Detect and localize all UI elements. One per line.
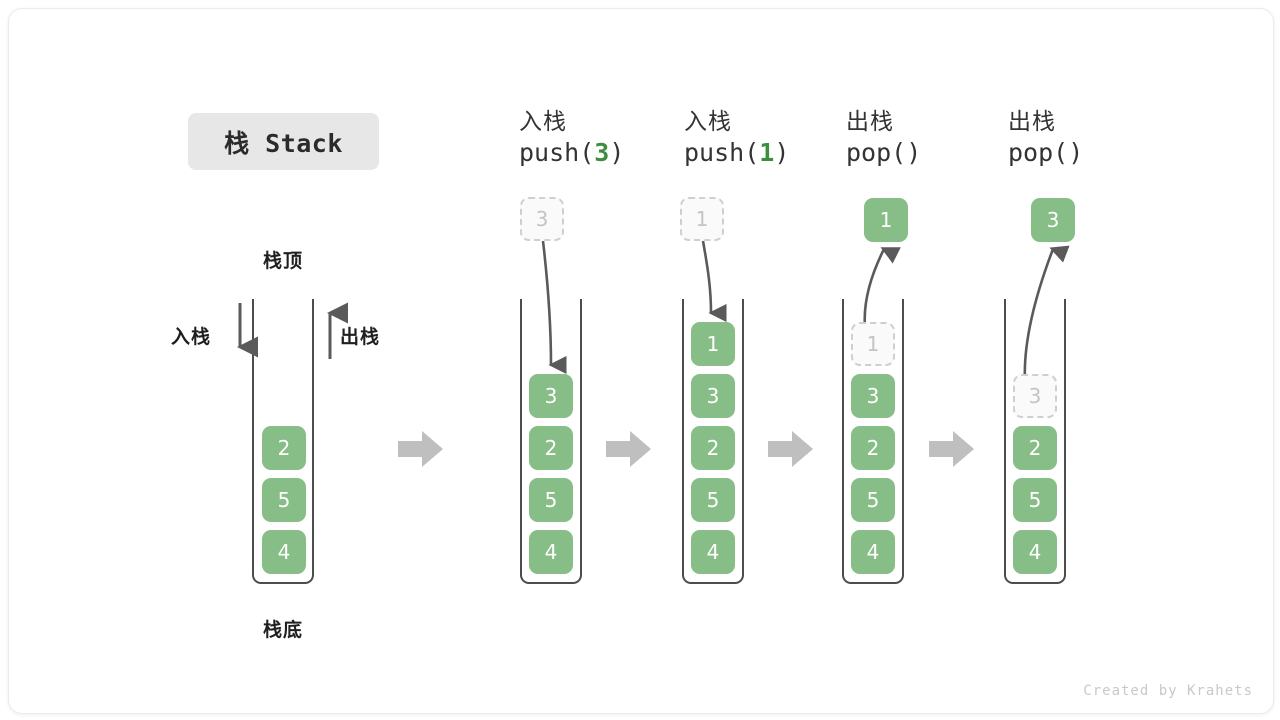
diagram-card: 栈 Stack 栈顶 栈底 入栈 出栈 bbox=[8, 8, 1274, 714]
stack-cell: 2 bbox=[691, 426, 735, 470]
stack-top-label: 栈顶 bbox=[262, 250, 303, 272]
stage-header-code: push(3) bbox=[519, 137, 689, 169]
stack-cell: 4 bbox=[851, 530, 895, 574]
stack-cell: 4 bbox=[1013, 530, 1057, 574]
pop-direction-label: 出栈 bbox=[340, 326, 381, 348]
stack-cell: 3 bbox=[529, 374, 573, 418]
diagram-stage: 栈 Stack 栈顶 栈底 入栈 出栈 bbox=[9, 9, 1273, 713]
removed-element-ghost: 3 bbox=[1013, 374, 1057, 418]
stack-cell: 2 bbox=[262, 426, 306, 470]
code-argument: 1 bbox=[759, 138, 775, 168]
stack-container-pop-3 bbox=[1004, 299, 1066, 584]
code-suffix: ) bbox=[774, 138, 790, 168]
code-suffix: ) bbox=[609, 138, 625, 168]
stage-header-pop-1: 出栈 pop() bbox=[846, 108, 1016, 169]
stack-cell: 4 bbox=[529, 530, 573, 574]
code-prefix: pop( bbox=[1008, 138, 1069, 168]
push-motion-arrow-icon bbox=[701, 240, 727, 323]
attribution-footer: Created by Krahets bbox=[1083, 683, 1253, 699]
popped-element: 3 bbox=[1031, 198, 1075, 242]
stack-cell: 5 bbox=[529, 478, 573, 522]
push-direction-arrow-icon bbox=[237, 303, 258, 358]
stage-header-cn: 出栈 bbox=[846, 109, 894, 135]
code-suffix: ) bbox=[906, 138, 922, 168]
popped-element: 1 bbox=[864, 198, 908, 242]
stack-cell: 3 bbox=[851, 374, 895, 418]
stage-header-push-3: 入栈 push(3) bbox=[519, 108, 689, 169]
flow-arrow-icon bbox=[398, 431, 443, 467]
stack-container-pop-1 bbox=[842, 299, 904, 584]
push-direction-label: 入栈 bbox=[171, 326, 212, 348]
incoming-element-ghost: 3 bbox=[520, 197, 564, 241]
stack-cell: 2 bbox=[529, 426, 573, 470]
stage-header-pop-3: 出栈 pop() bbox=[1008, 108, 1178, 169]
stack-cell: 5 bbox=[851, 478, 895, 522]
stage-header-code: pop() bbox=[846, 137, 1016, 169]
stage-header-cn: 出栈 bbox=[1008, 109, 1056, 135]
code-prefix: push( bbox=[684, 138, 760, 168]
stack-container-push-1 bbox=[682, 299, 744, 584]
page-title: 栈 Stack bbox=[188, 113, 379, 170]
code-prefix: pop( bbox=[846, 138, 907, 168]
flow-arrow-icon bbox=[768, 431, 813, 467]
flow-arrow-icon bbox=[606, 431, 651, 467]
stack-cell: 1 bbox=[691, 322, 735, 366]
code-suffix: ) bbox=[1068, 138, 1084, 168]
stack-cell: 4 bbox=[262, 530, 306, 574]
code-prefix: push( bbox=[519, 138, 595, 168]
pop-direction-arrow-icon bbox=[327, 302, 348, 359]
stack-cell: 3 bbox=[691, 374, 735, 418]
stack-bottom-label: 栈底 bbox=[262, 619, 303, 641]
code-argument: 3 bbox=[594, 138, 610, 168]
stack-cell: 5 bbox=[262, 478, 306, 522]
pop-motion-arrow-icon bbox=[1023, 245, 1070, 382]
stack-cell: 2 bbox=[851, 426, 895, 470]
stack-container-initial bbox=[252, 299, 314, 584]
pop-motion-arrow-icon bbox=[863, 247, 901, 328]
removed-element-ghost: 1 bbox=[851, 322, 895, 366]
stack-cell: 4 bbox=[691, 530, 735, 574]
stage-header-push-1: 入栈 push(1) bbox=[684, 108, 854, 169]
stage-header-code: push(1) bbox=[684, 137, 854, 169]
push-motion-arrow-icon bbox=[541, 240, 567, 375]
stack-container-push-3 bbox=[520, 299, 582, 584]
stack-cell: 2 bbox=[1013, 426, 1057, 470]
flow-arrow-icon bbox=[929, 431, 974, 467]
stage-header-cn: 入栈 bbox=[684, 109, 732, 135]
stage-header-cn: 入栈 bbox=[519, 109, 567, 135]
stack-cell: 5 bbox=[691, 478, 735, 522]
stage-header-code: pop() bbox=[1008, 137, 1178, 169]
incoming-element-ghost: 1 bbox=[680, 197, 724, 241]
stack-cell: 5 bbox=[1013, 478, 1057, 522]
